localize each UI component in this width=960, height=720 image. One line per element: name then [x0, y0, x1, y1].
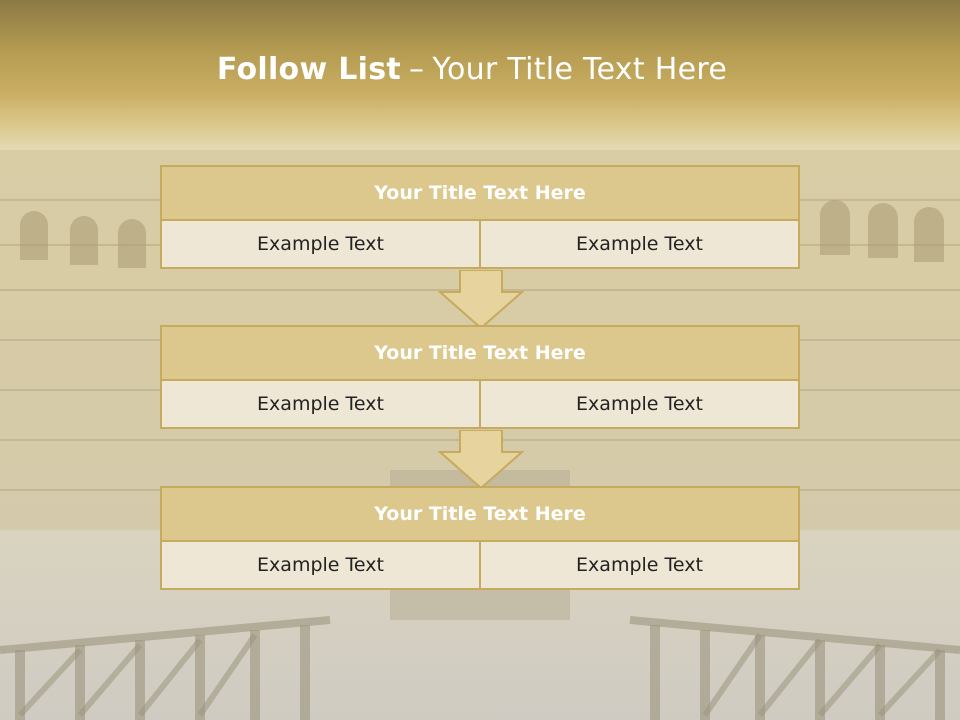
step-box-2: Your Title Text Here Example Text Exampl… [160, 325, 800, 429]
step-text-right: Example Text [479, 540, 800, 590]
step-box-1: Your Title Text Here Example Text Exampl… [160, 165, 800, 269]
title-separator: – [409, 52, 425, 87]
header-band [0, 0, 960, 150]
step-title: Your Title Text Here [160, 486, 800, 542]
slide-title: Follow List–Your Title Text Here [0, 52, 944, 87]
title-rest: Your Title Text Here [432, 52, 728, 87]
step-title: Your Title Text Here [160, 165, 800, 221]
title-bold: Follow List [216, 52, 402, 87]
step-title: Your Title Text Here [160, 325, 800, 381]
step-row: Example Text Example Text [160, 219, 800, 269]
step-text-right: Example Text [479, 379, 800, 429]
step-row: Example Text Example Text [160, 540, 800, 590]
down-arrow-icon [438, 430, 524, 490]
step-text-left: Example Text [160, 379, 481, 429]
step-text-left: Example Text [160, 219, 481, 269]
step-text-left: Example Text [160, 540, 481, 590]
down-arrow-icon [438, 270, 524, 330]
step-row: Example Text Example Text [160, 379, 800, 429]
step-text-right: Example Text [479, 219, 800, 269]
step-box-3: Your Title Text Here Example Text Exampl… [160, 486, 800, 590]
